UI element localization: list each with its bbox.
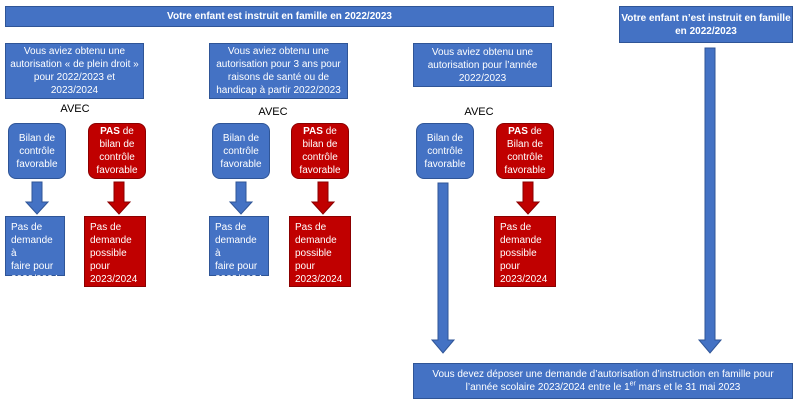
arrow-down-col1-blue — [24, 181, 50, 215]
col3-pas-box: PAS de Bilan de contrôle favorable — [496, 123, 554, 179]
col2-result-red: Pas de demande possible pour 2023/2024 — [289, 216, 351, 287]
col2-pas-text: PAS de bilan de contrôle favorable — [299, 126, 341, 176]
arrow-down-col2-red — [310, 181, 336, 215]
col3-pas-text: PAS de Bilan de contrôle favorable — [504, 126, 546, 176]
col3-favorable-text: Bilan de contrôle favorable — [424, 132, 466, 170]
col1-result-blue-text: Pas de demande à faire pour 2023/2024 — [11, 222, 59, 285]
col2-result-red-text: Pas de demande possible pour 2023/2024 — [295, 222, 343, 285]
col2-favorable-text: Bilan de contrôle favorable — [220, 132, 262, 170]
col2-top-box: Vous aviez obtenu une autorisation pour … — [209, 43, 348, 99]
col2-result-blue-text: Pas de demande à faire pour 2023/2024 — [215, 222, 263, 285]
col2-top-text: Vous aviez obtenu une autorisation pour … — [216, 46, 341, 96]
col3-avec-label: AVEC — [464, 106, 494, 118]
col1-result-blue: Pas de demande à faire pour 2023/2024 — [5, 216, 65, 285]
bottom-line2: l’année scolaire 2023/2024 entre le 1er … — [465, 380, 741, 393]
col1-favorable-text: Bilan de contrôle favorable — [16, 132, 58, 170]
header-main: Votre enfant est instruit en famille en … — [5, 6, 554, 27]
arrow-down-col3-long — [430, 182, 456, 354]
arrow-down-col3-red — [515, 181, 541, 215]
col1-avec-label: AVEC — [60, 103, 90, 115]
col2-result-blue: Pas de demande à faire pour 2023/2024 — [209, 216, 269, 285]
header-right-text: Votre enfant n’est instruit en famille e… — [621, 12, 791, 37]
bottom-box: Vous devez déposer une demande d’autoris… — [413, 363, 793, 399]
col3-top-box: Vous aviez obtenu une autorisation pour … — [413, 43, 552, 87]
col3-favorable-box: Bilan de contrôle favorable — [416, 123, 474, 179]
col3-result-red: Pas de demande possible pour 2023/2024 — [494, 216, 556, 287]
col2-favorable-box: Bilan de contrôle favorable — [212, 123, 270, 179]
col1-top-text: Vous aviez obtenu une autorisation « de … — [10, 46, 139, 96]
col2-avec-label: AVEC — [258, 106, 288, 118]
col1-result-red: Pas de demande possible pour 2023/2024 — [84, 216, 146, 287]
bottom-line1: Vous devez déposer une demande d’autoris… — [432, 369, 774, 380]
col1-pas-box: PAS de bilan de contrôle favorable — [88, 123, 146, 179]
col2-pas-box: PAS de bilan de contrôle favorable — [291, 123, 349, 179]
col3-top-text: Vous aviez obtenu une autorisation pour … — [427, 46, 538, 84]
col1-top-box: Vous aviez obtenu une autorisation « de … — [5, 43, 144, 99]
col1-result-red-text: Pas de demande possible pour 2023/2024 — [90, 222, 138, 285]
arrow-down-right-long — [697, 47, 723, 354]
header-main-text: Votre enfant est instruit en famille en … — [167, 11, 392, 22]
col1-favorable-box: Bilan de contrôle favorable — [8, 123, 66, 179]
arrow-down-col2-blue — [228, 181, 254, 215]
col1-pas-text: PAS de bilan de contrôle favorable — [96, 126, 138, 176]
col3-result-red-text: Pas de demande possible pour 2023/2024 — [500, 222, 548, 285]
header-right: Votre enfant n’est instruit en famille e… — [619, 6, 793, 43]
arrow-down-col1-red — [106, 181, 132, 215]
